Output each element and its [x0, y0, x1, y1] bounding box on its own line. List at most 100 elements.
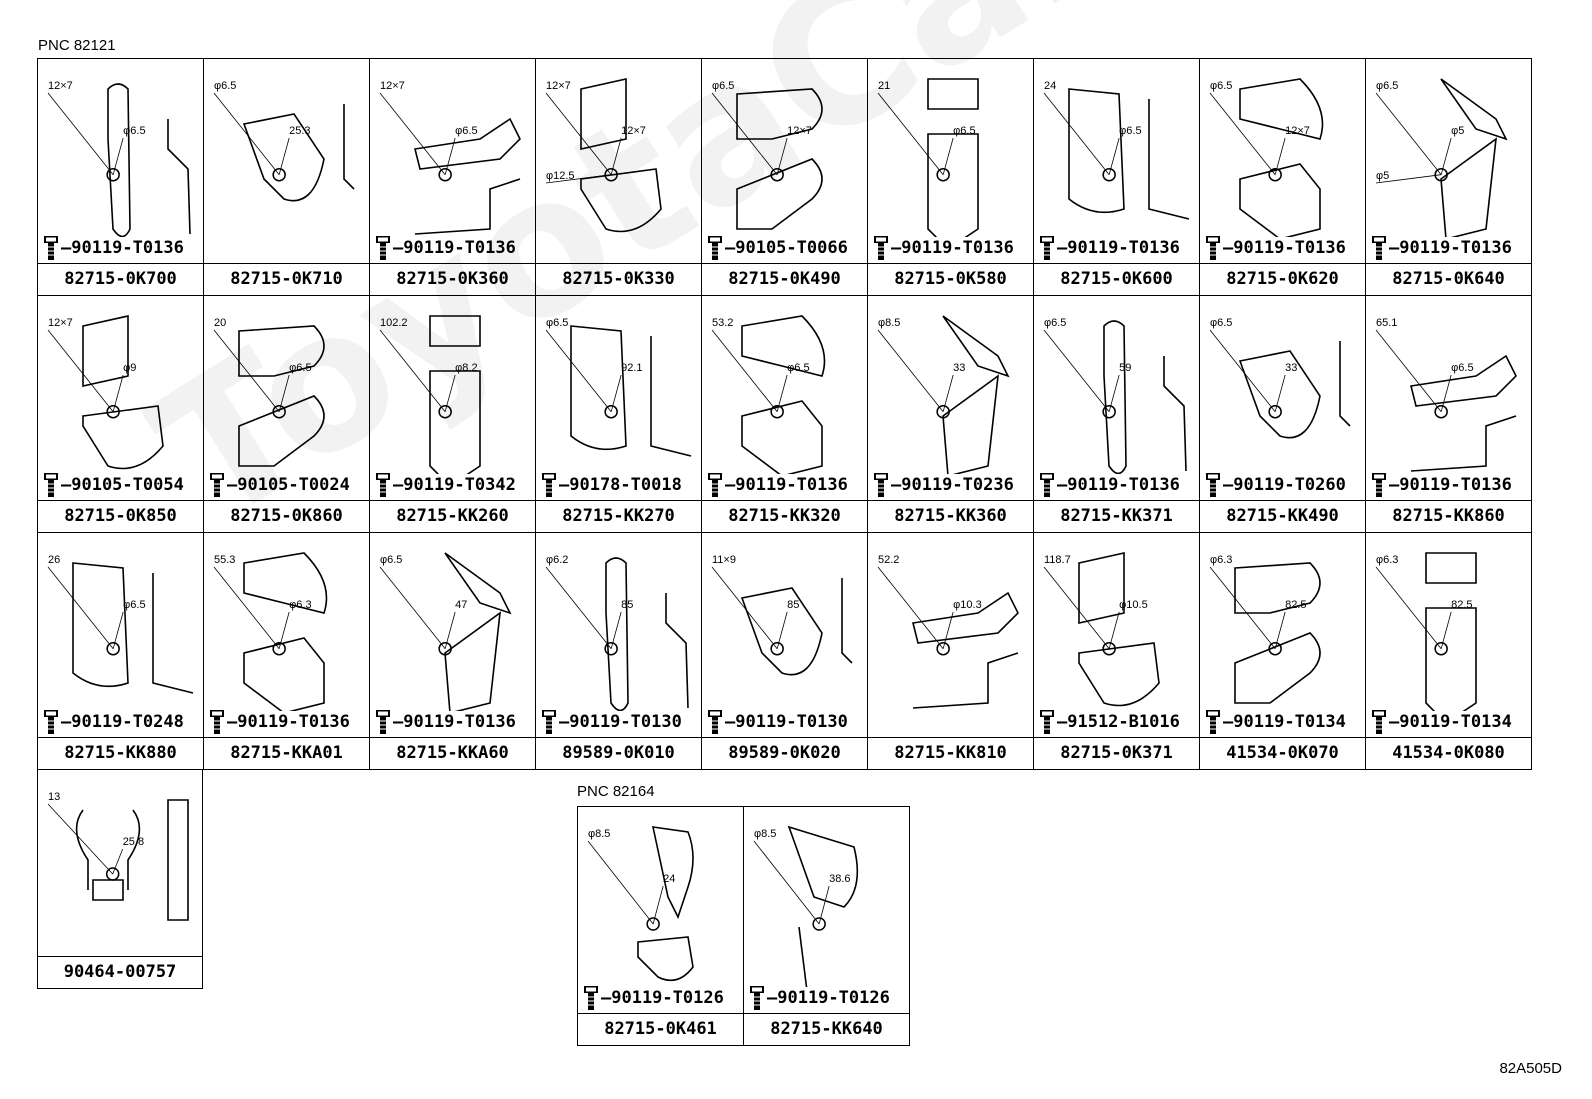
- dimension-label: φ6.5: [1210, 317, 1232, 329]
- bracket-drawing: φ6.592.1: [545, 317, 692, 457]
- dimension-label: φ6.5: [123, 599, 145, 611]
- leader-line: [1375, 174, 1442, 184]
- bracket-outline: [912, 591, 1019, 709]
- leader-line: [47, 329, 114, 412]
- bolt-callout: —90178-T0018: [540, 472, 682, 498]
- bolt-icon: [44, 236, 58, 260]
- mounting-hole: [1268, 404, 1282, 419]
- bolt-part-number: —90105-T0066: [725, 238, 848, 258]
- dimension-label: φ6.5: [1376, 80, 1398, 92]
- bolt-callout: —90119-T0136: [872, 235, 1014, 261]
- dimension-label: 12×7: [787, 125, 812, 137]
- leader-line: [1043, 566, 1110, 649]
- dimension-label: φ6.5: [289, 362, 311, 374]
- bolt-callout: —90105-T0054: [42, 472, 184, 498]
- leader-line: [1209, 92, 1276, 175]
- dimension-label: φ6.5: [1044, 317, 1066, 329]
- leader-line: [711, 566, 778, 649]
- dimension-label: 33: [953, 362, 965, 374]
- mounting-hole: [106, 404, 120, 419]
- dimension-label: φ6.5: [1119, 125, 1141, 137]
- bolt-part-number: —90119-T0136: [1223, 238, 1346, 258]
- bolt-callout: —91512-B1016: [1038, 709, 1180, 735]
- bracket-outline: [82, 315, 164, 470]
- dimension-label: φ6.2: [546, 554, 568, 566]
- bracket-outline: [429, 315, 481, 474]
- bracket-outline: [580, 78, 662, 233]
- bolt-part-number: —90119-T0130: [725, 712, 848, 732]
- pnc-label-82164: PNC 82164: [577, 783, 655, 800]
- part-number: 82715-0K710: [204, 263, 369, 295]
- leader-line: [545, 566, 612, 649]
- bracket-drawing: φ6.382.5: [1375, 552, 1477, 711]
- dimension-label: 20: [214, 317, 226, 329]
- bolt-icon: [1372, 710, 1386, 734]
- bracket-drawing: 12×7φ6.5: [47, 80, 191, 237]
- mounting-hole: [936, 167, 950, 182]
- leader-line: [877, 566, 944, 649]
- bolt-icon: [376, 473, 390, 497]
- leader-line: [1274, 374, 1286, 412]
- bracket-outline: [1234, 562, 1321, 704]
- part-number: 82715-KK810: [868, 737, 1033, 769]
- leader-line: [112, 611, 124, 649]
- dimension-label: 47: [455, 599, 467, 611]
- leader-line: [213, 329, 280, 412]
- bolt-part-number: —91512-B1016: [1057, 712, 1180, 732]
- part-number: 82715-0K490: [702, 263, 867, 295]
- leader-line: [379, 329, 446, 412]
- mounting-hole: [604, 404, 618, 419]
- part-number: 82715-0K850: [38, 500, 203, 532]
- leader-line: [877, 92, 944, 175]
- bolt-icon: [1040, 473, 1054, 497]
- bolt-icon: [1372, 236, 1386, 260]
- bracket-drawing: φ6.533: [1209, 317, 1351, 439]
- leader-line: [776, 611, 788, 649]
- bolt-part-number: —90119-T0260: [1223, 475, 1346, 495]
- mounting-hole: [438, 167, 452, 182]
- bolt-icon: [210, 710, 224, 734]
- bolt-part-number: —90178-T0018: [559, 475, 682, 495]
- bracket-outline: [736, 88, 823, 230]
- dimension-label: φ6.5: [1210, 80, 1232, 92]
- mounting-hole: [438, 404, 452, 419]
- bolt-part-number: —90119-T0136: [891, 238, 1014, 258]
- bracket-outline: [238, 325, 325, 467]
- bracket-drawing: φ8.533: [877, 315, 1010, 474]
- dimension-label: φ6.5: [123, 125, 145, 137]
- leader-line: [47, 92, 114, 175]
- part-number: 82715-0K580: [868, 263, 1033, 295]
- part-number: 82715-0K330: [536, 263, 701, 295]
- part-number: 82715-KK371: [1034, 500, 1199, 532]
- bracket-drawing: φ6.512×7: [1209, 78, 1324, 237]
- part-number: 82715-0K360: [370, 263, 535, 295]
- mounting-hole: [1102, 404, 1116, 419]
- part-number: 82715-0K600: [1034, 263, 1199, 295]
- bolt-icon: [1206, 710, 1220, 734]
- leader-line: [1440, 374, 1452, 412]
- leader-line: [278, 374, 290, 412]
- dimension-label: 25.8: [123, 836, 144, 848]
- bracket-drawing: 53.2φ6.5: [711, 315, 826, 474]
- bolt-icon: [376, 236, 390, 260]
- dimension-label: φ12.5: [546, 170, 575, 182]
- bolt-callout: —90105-T0024: [208, 472, 350, 498]
- bracket-drawing: 65.1φ6.5: [1375, 317, 1517, 472]
- bolt-callout: —90119-T0130: [706, 709, 848, 735]
- bolt-callout: —90119-T0236: [872, 472, 1014, 498]
- bolt-part-number: —90119-T0130: [559, 712, 682, 732]
- leader-line: [444, 137, 456, 175]
- dimension-label: 82.5: [1285, 599, 1306, 611]
- bracket-drawing: 55.3φ6.3: [213, 552, 328, 711]
